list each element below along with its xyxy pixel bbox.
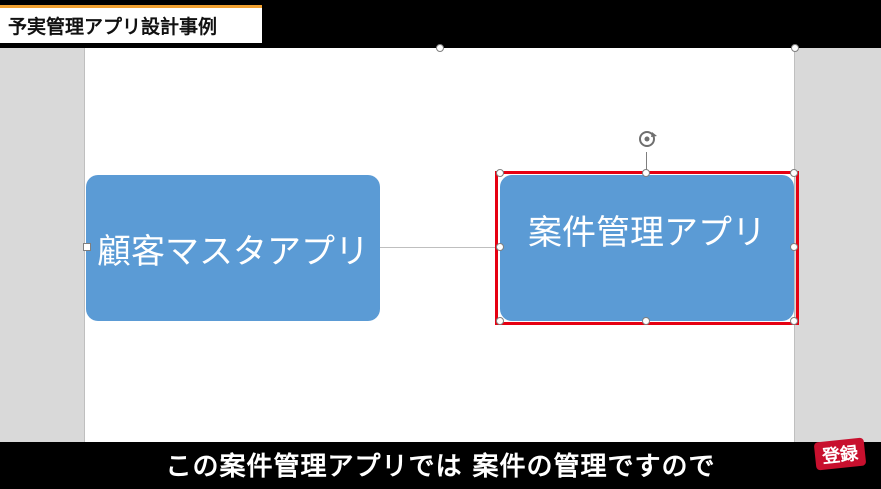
rotate-icon[interactable] (636, 128, 658, 150)
resize-handle-top-left[interactable] (496, 169, 504, 177)
resize-handle-bottom-left[interactable] (496, 317, 504, 325)
rotation-handle-stem (646, 152, 647, 172)
resize-handle-left[interactable] (496, 243, 504, 251)
connector-line[interactable] (380, 247, 500, 248)
resize-handle-bottom-right[interactable] (790, 317, 798, 325)
project-management-app-label: 案件管理アプリ (528, 213, 766, 253)
slide-handle-top-right[interactable] (791, 44, 799, 52)
customer-master-app-label: 顧客マスタアプリ (97, 231, 369, 272)
connection-point-handle[interactable] (83, 243, 91, 251)
top-bar: 予実管理アプリ設計事例 (0, 0, 881, 48)
project-management-app-shape[interactable]: 案件管理アプリ (500, 175, 794, 321)
highlight-frame (495, 171, 799, 325)
video-title: 予実管理アプリ設計事例 (0, 5, 262, 43)
resize-handle-top[interactable] (642, 169, 650, 177)
slide-handle-top[interactable] (436, 44, 444, 52)
resize-handle-right[interactable] (790, 243, 798, 251)
subtitle-text: この案件管理アプリでは 案件の管理ですので (165, 452, 716, 482)
resize-handle-top-right[interactable] (790, 169, 798, 177)
subscribe-badge[interactable]: 登録 (813, 437, 867, 471)
customer-master-app-shape[interactable]: 顧客マスタアプリ (86, 175, 380, 321)
subtitle-bar (0, 442, 881, 489)
resize-handle-bottom[interactable] (642, 317, 650, 325)
